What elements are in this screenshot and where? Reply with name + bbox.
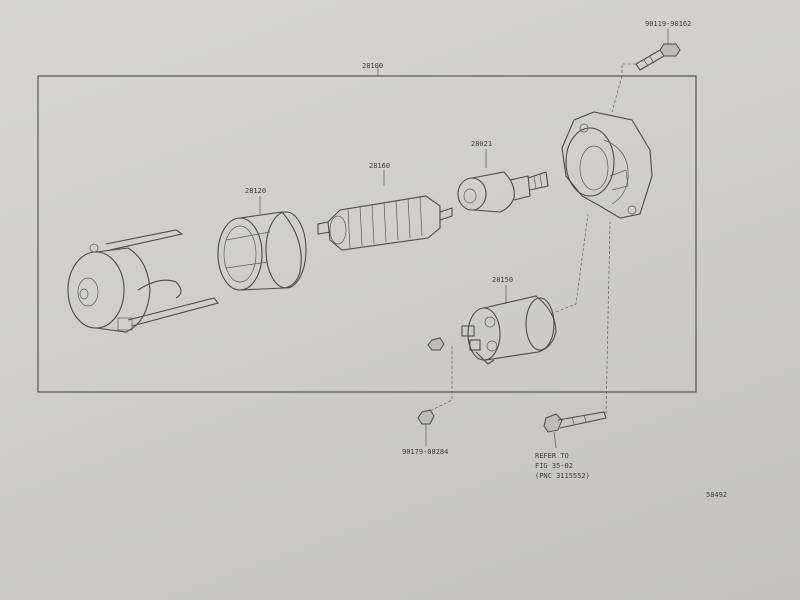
- assembly-frame: [37, 75, 697, 393]
- yoke-part: [217, 211, 307, 291]
- label-switch: 28150: [492, 276, 513, 284]
- label-clutch: 28021: [471, 140, 492, 148]
- label-nut: 90179-08284: [402, 448, 448, 456]
- armature-part: [317, 195, 453, 251]
- dash-switch-housing: [555, 213, 589, 313]
- clutch-part: [457, 171, 549, 213]
- drive-housing-part: [561, 111, 653, 219]
- nut-part: [417, 409, 435, 446]
- label-refer-line3: (PNC 3115552): [535, 472, 590, 480]
- switch-part: [461, 295, 557, 365]
- nut-inner-part: [427, 337, 445, 351]
- bolt-top-part: [635, 43, 681, 71]
- label-bolt-top: 90119-90162: [645, 20, 691, 28]
- end-frame-part: [67, 229, 219, 333]
- bolt-bottom-part: [543, 411, 607, 449]
- dash-bolt-bottom: [605, 221, 611, 415]
- label-yoke: 28120: [245, 187, 266, 195]
- label-ref-code: 58492: [706, 491, 727, 499]
- dash-bolt-top: [611, 63, 636, 113]
- label-assembly: 28100: [362, 62, 383, 70]
- dash-nut: [427, 346, 453, 413]
- label-armature: 28160: [369, 162, 390, 170]
- label-refer-line2: FIG 35-02: [535, 462, 573, 470]
- label-refer-line1: REFER TO: [535, 452, 569, 460]
